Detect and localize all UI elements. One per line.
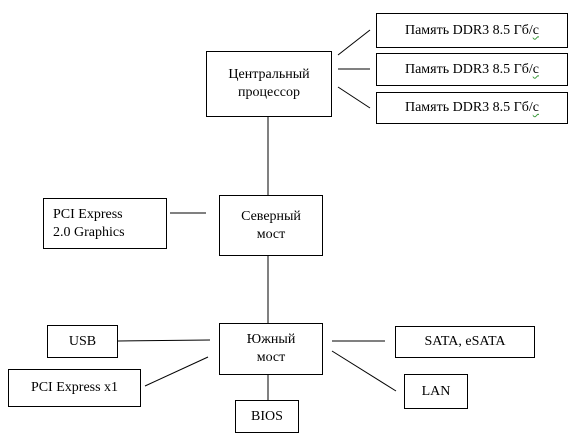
memory-unit-2: с [532, 61, 539, 77]
link-cpu-memory-1 [337, 29, 371, 56]
memory-label-2: Память DDR3 8.5 Гб/ [404, 61, 533, 77]
memory-box-2: Память DDR3 8.5 Гб/с [376, 53, 568, 86]
link-cpu-memory-3 [337, 86, 371, 109]
link-pcie-x1-south-bridge [144, 356, 209, 387]
link-usb-south-bridge [117, 339, 211, 342]
link-south-bridge-lan [331, 350, 397, 392]
memory-box-3: Память DDR3 8.5 Гб/с [376, 92, 568, 124]
south-bridge-box: Южный мост [219, 323, 323, 375]
usb-box: USB [47, 325, 118, 358]
cpu-box: Центральный процессор [206, 51, 332, 117]
memory-label-3: Память DDR3 8.5 Гб/ [404, 100, 533, 115]
north-bridge-box: Северный мост [219, 195, 323, 256]
memory-unit-3: с [532, 100, 539, 115]
pcie-x1-box: PCI Express x1 [8, 369, 141, 407]
memory-label-1: Память DDR3 8.5 Гб/ [404, 22, 533, 38]
pcie-graphics-box: PCI Express 2.0 Graphics [43, 198, 167, 249]
lan-box: LAN [404, 374, 468, 409]
sata-box: SATA, eSATA [395, 326, 535, 358]
bios-box: BIOS [235, 400, 299, 433]
memory-unit-1: с [532, 22, 539, 38]
memory-box-1: Память DDR3 8.5 Гб/с [376, 13, 568, 48]
